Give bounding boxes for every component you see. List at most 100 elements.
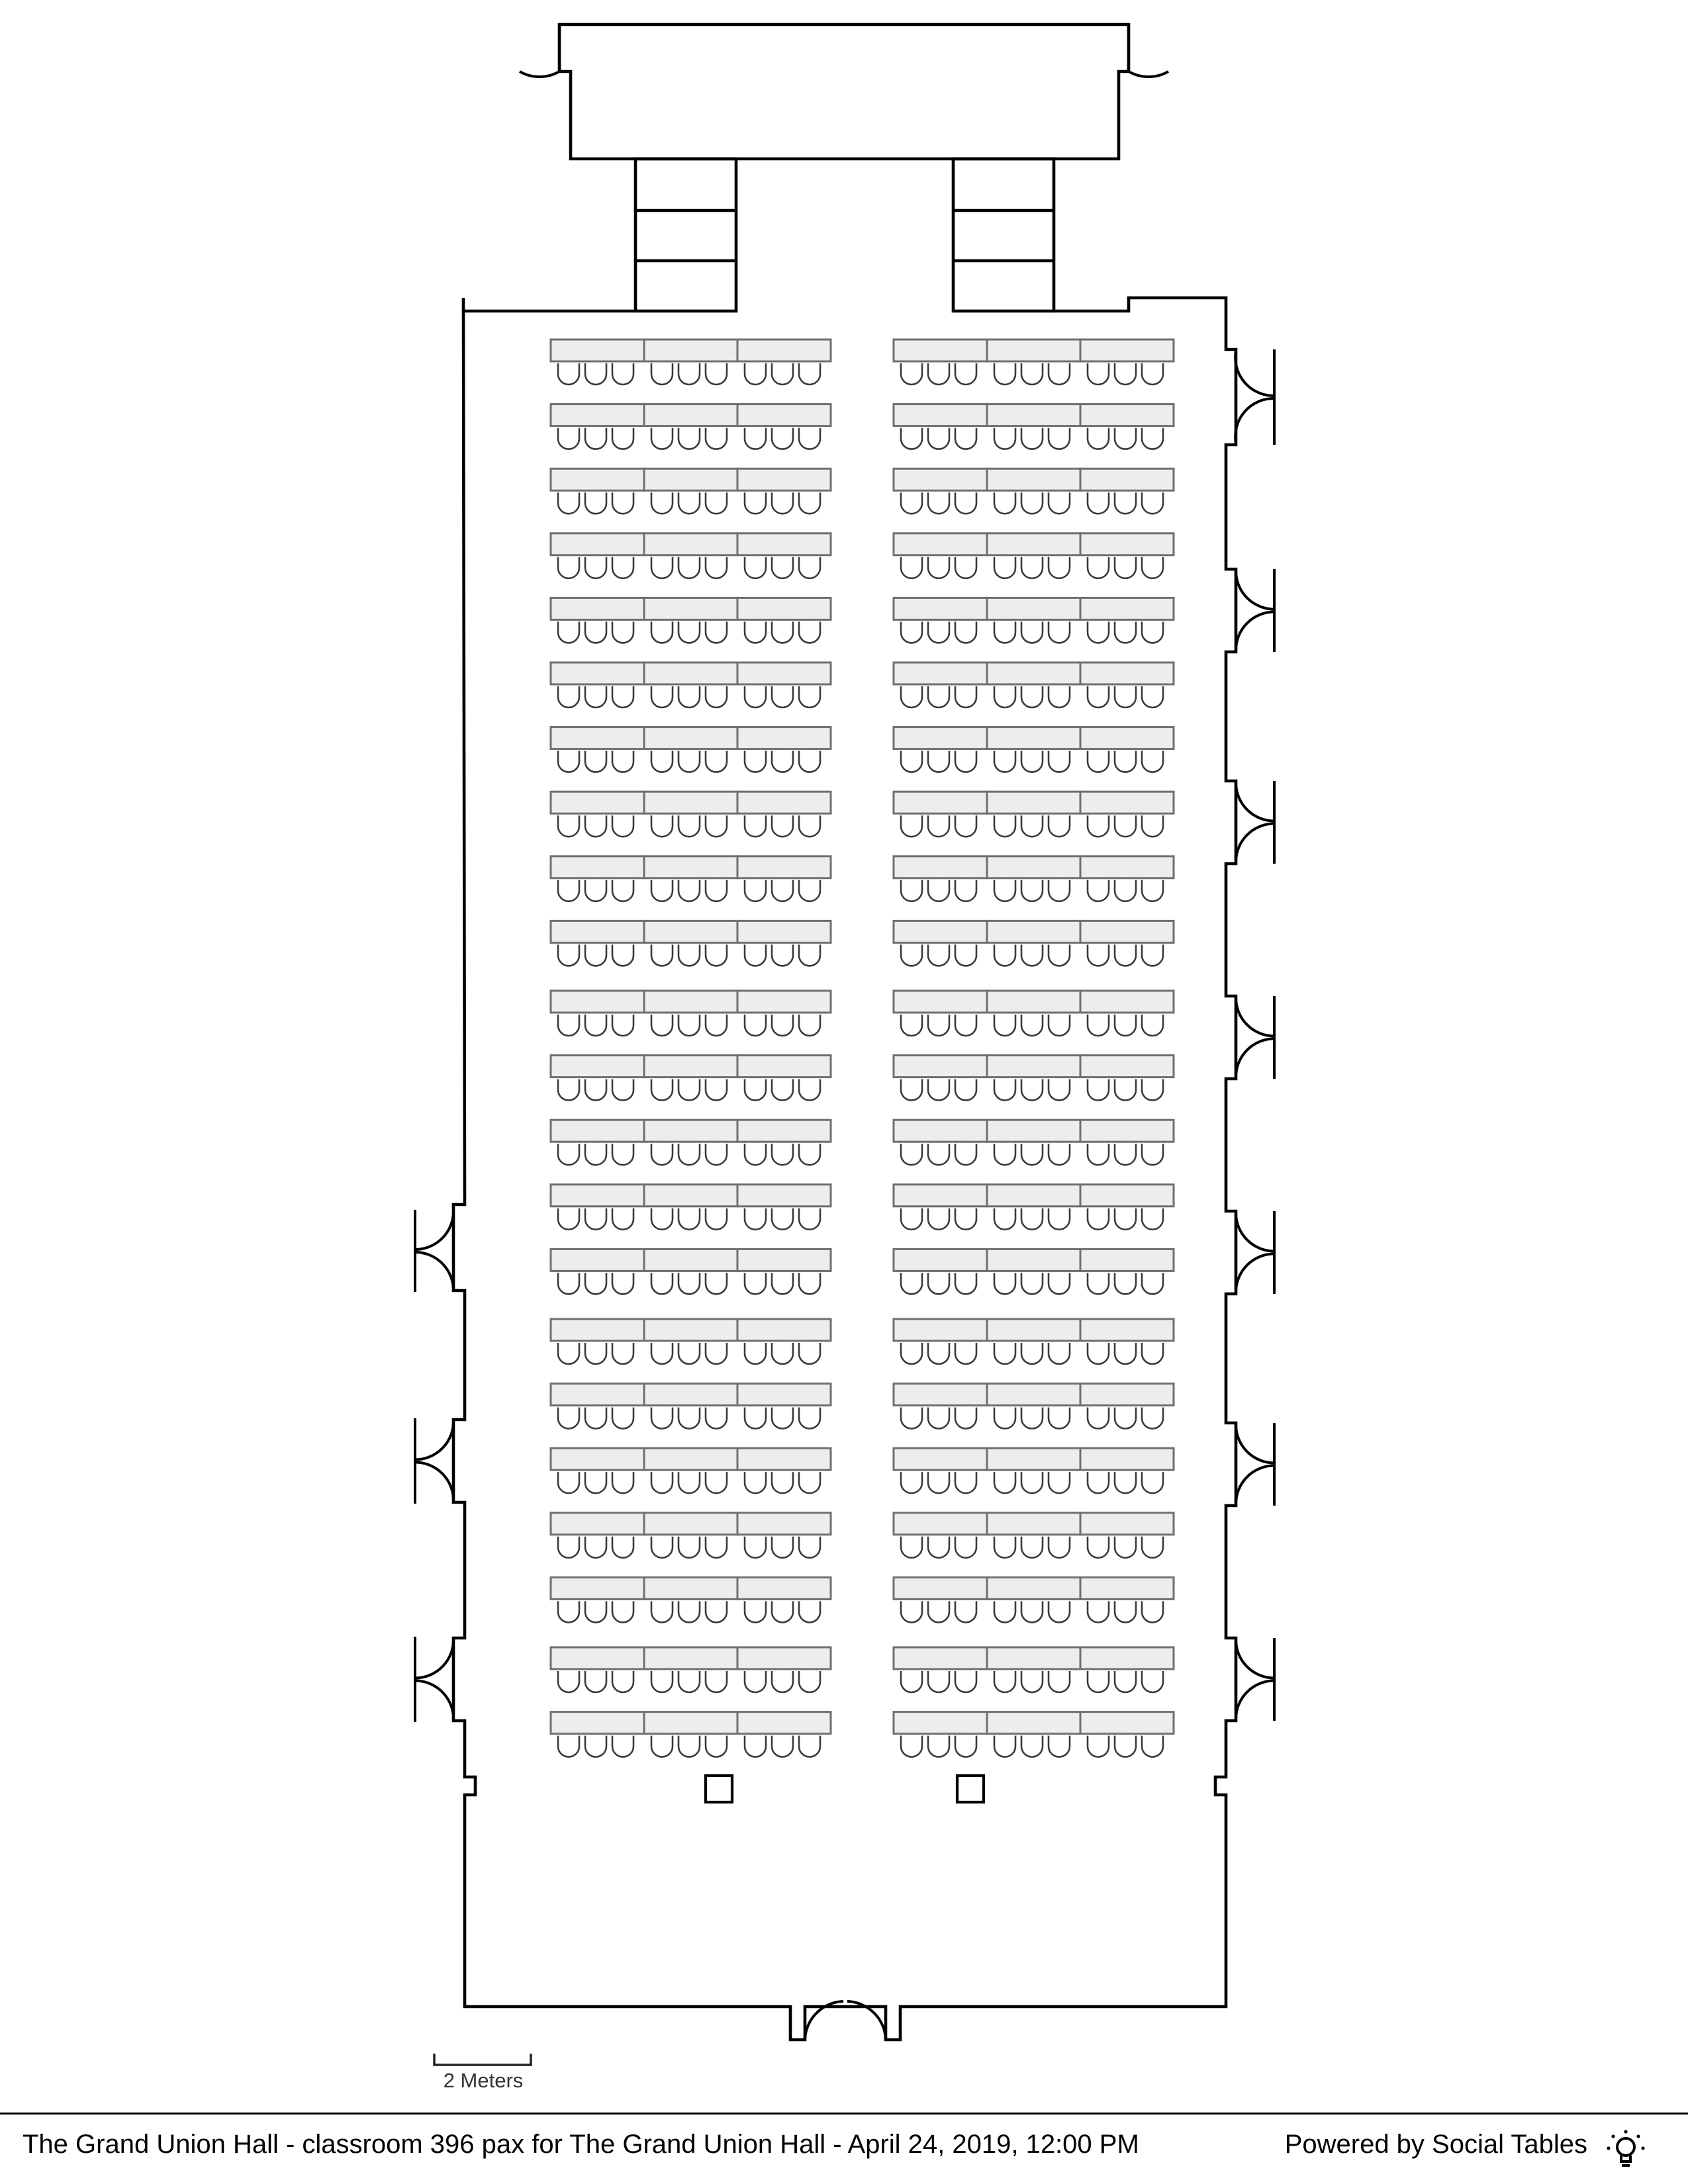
table-top bbox=[643, 1383, 739, 1407]
table-top bbox=[549, 1118, 645, 1143]
table-top bbox=[736, 989, 832, 1014]
chair bbox=[611, 1208, 635, 1231]
table-top bbox=[549, 403, 645, 428]
table-top bbox=[1079, 1318, 1175, 1342]
chair bbox=[1141, 557, 1164, 580]
door-leaf bbox=[414, 1418, 455, 1461]
chair bbox=[993, 363, 1017, 386]
chair bbox=[611, 557, 635, 580]
classroom-table bbox=[892, 1646, 988, 1694]
chair bbox=[993, 1343, 1017, 1365]
chair bbox=[704, 1208, 728, 1231]
door-leaf bbox=[1234, 396, 1276, 445]
chair bbox=[1141, 1407, 1164, 1430]
classroom-table bbox=[549, 1576, 645, 1623]
chair bbox=[611, 492, 635, 515]
chair bbox=[557, 1472, 581, 1494]
chair bbox=[771, 1273, 794, 1295]
scale-bar-label: 2 Meters bbox=[443, 2069, 524, 2092]
classroom-table bbox=[549, 338, 645, 386]
chair bbox=[743, 1671, 767, 1694]
chair bbox=[557, 1273, 581, 1295]
chair bbox=[927, 944, 951, 967]
table-top bbox=[1079, 790, 1175, 815]
chair bbox=[1141, 1735, 1164, 1758]
chair bbox=[704, 1273, 728, 1295]
table-top bbox=[549, 726, 645, 751]
chair bbox=[677, 363, 701, 386]
classroom-table bbox=[549, 1646, 645, 1694]
chair bbox=[650, 363, 674, 386]
chair bbox=[584, 944, 608, 967]
table-top bbox=[892, 989, 988, 1014]
chair bbox=[798, 1273, 821, 1295]
chair bbox=[1113, 686, 1137, 709]
chair bbox=[927, 1015, 951, 1037]
classroom-table bbox=[1079, 919, 1175, 967]
chair bbox=[1113, 1208, 1137, 1231]
table-top bbox=[986, 1576, 1082, 1600]
classroom-table bbox=[1079, 661, 1175, 709]
chair bbox=[927, 1208, 951, 1231]
door-leaf bbox=[1234, 569, 1276, 611]
chair bbox=[927, 428, 951, 450]
table-top bbox=[892, 532, 988, 557]
chair bbox=[584, 557, 608, 580]
chair bbox=[798, 428, 821, 450]
classroom-table bbox=[986, 1512, 1082, 1559]
table-top bbox=[1079, 726, 1175, 751]
chair bbox=[584, 1671, 608, 1694]
chair bbox=[798, 1735, 821, 1758]
table-top bbox=[892, 338, 988, 363]
chair bbox=[798, 1601, 821, 1623]
classroom-table bbox=[736, 596, 832, 644]
chair bbox=[771, 1144, 794, 1166]
chair bbox=[954, 1079, 978, 1101]
table-top bbox=[892, 855, 988, 880]
table-top bbox=[892, 1118, 988, 1143]
table-top bbox=[549, 596, 645, 621]
table-top bbox=[1079, 1383, 1175, 1407]
classroom-table bbox=[1079, 532, 1175, 580]
chair bbox=[954, 1407, 978, 1430]
table-top bbox=[643, 1576, 739, 1600]
chair bbox=[677, 1407, 701, 1430]
door-leaf bbox=[1234, 349, 1276, 398]
chair bbox=[584, 751, 608, 773]
chair bbox=[704, 880, 728, 903]
chair bbox=[900, 686, 923, 709]
chair bbox=[704, 492, 728, 515]
chair bbox=[1047, 1735, 1071, 1758]
table-top bbox=[1079, 661, 1175, 686]
chair bbox=[1020, 1601, 1044, 1623]
chair bbox=[1141, 815, 1164, 838]
chair bbox=[1141, 428, 1164, 450]
chair bbox=[611, 1735, 635, 1758]
chair bbox=[900, 492, 923, 515]
table-top bbox=[549, 1576, 645, 1600]
event-caption: The Grand Union Hall - classroom 396 pax… bbox=[23, 2130, 1139, 2159]
chair bbox=[557, 815, 581, 838]
table-top bbox=[892, 1054, 988, 1079]
chair bbox=[1047, 1601, 1071, 1623]
chair bbox=[611, 751, 635, 773]
classroom-table bbox=[1079, 596, 1175, 644]
door-leaf bbox=[414, 1679, 455, 1722]
chair bbox=[1047, 1671, 1071, 1694]
chair bbox=[993, 686, 1017, 709]
chair bbox=[1113, 1601, 1137, 1623]
scale-bar bbox=[433, 2054, 532, 2066]
chair bbox=[954, 621, 978, 644]
chair bbox=[704, 1601, 728, 1623]
chair bbox=[1141, 363, 1164, 386]
table-top bbox=[1079, 1646, 1175, 1670]
chair bbox=[798, 751, 821, 773]
chair bbox=[1020, 492, 1044, 515]
chair bbox=[954, 751, 978, 773]
chair bbox=[584, 363, 608, 386]
chair bbox=[1020, 815, 1044, 838]
table-top bbox=[986, 790, 1082, 815]
chair bbox=[650, 1536, 674, 1559]
chair bbox=[771, 363, 794, 386]
chair bbox=[704, 1079, 728, 1101]
